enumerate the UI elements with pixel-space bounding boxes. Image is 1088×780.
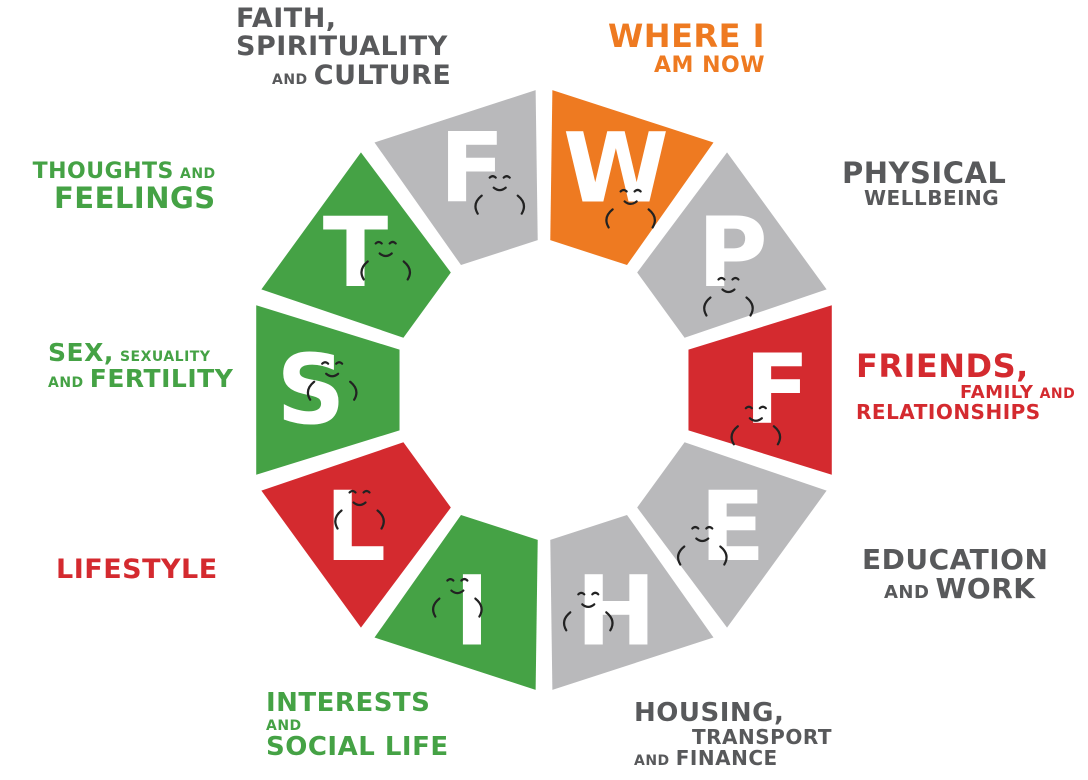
hug-icon [730, 405, 782, 446]
label-housing-line3: FINANCE [675, 746, 778, 771]
label-education-line2: WORK [935, 572, 1036, 606]
label-friends: FRIENDS, FAMILY AND RELATIONSHIPS [856, 347, 1076, 425]
label-friends-and: AND [1039, 385, 1076, 402]
label-interests-line1: INTERESTS [266, 688, 431, 718]
label-friends-family: FAMILY [960, 381, 1034, 403]
segment-w-0: W [550, 90, 714, 266]
segment-shape [261, 152, 451, 338]
label-lifestyle: LIFESTYLE [56, 554, 218, 585]
label-friends-line1: FRIENDS, [856, 347, 1029, 385]
label-sex-line2: FERTILITY [89, 364, 234, 394]
segment-letter: L [325, 471, 386, 583]
label-where-now: WHERE I AM NOW [600, 17, 765, 78]
segment-shape [550, 90, 714, 266]
segment-shape [637, 152, 827, 338]
label-sex-and: AND [48, 375, 84, 392]
label-housing-line2: TRANSPORT [692, 725, 832, 750]
speech-bubble-icon [432, 577, 483, 618]
sun-icon [334, 489, 385, 530]
segment-shape [550, 514, 714, 690]
label-thoughts: THOUGHTS AND FEELINGS [12, 160, 216, 214]
label-lifestyle-line1: LIFESTYLE [56, 554, 218, 585]
reading-book-icon [605, 188, 656, 229]
segment-shape [261, 442, 451, 628]
label-faith: FAITH, SPIRITUALITY AND CULTURE [236, 3, 452, 91]
segment-shape [374, 514, 538, 690]
dumbbell-icon [703, 276, 754, 317]
segment-letter: F [744, 334, 810, 446]
label-friends-line3: RELATIONSHIPS [856, 400, 1041, 425]
label-education: EDUCATION AND WORK [862, 545, 1048, 604]
label-where-now-line1: WHERE I [607, 17, 765, 55]
praying-hands-icon [474, 175, 526, 215]
segment-s-7: S [256, 305, 400, 475]
label-physical: PHYSICAL WELLBEING [842, 158, 1006, 209]
label-faith-line2: SPIRITUALITY [236, 31, 448, 63]
segment-e-3: E [637, 442, 827, 628]
label-housing: HOUSING, TRANSPORT AND FINANCE [634, 698, 832, 771]
segment-letter: F [439, 112, 505, 224]
label-thoughts-line1: THOUGHTS [32, 159, 174, 184]
segment-shape [256, 305, 400, 475]
label-education-and: AND [884, 582, 930, 604]
segment-l-6: L [261, 442, 451, 628]
label-education-line1: EDUCATION [862, 543, 1049, 576]
label-physical-line2: WELLBEING [864, 186, 1000, 211]
segment-shape [637, 442, 827, 628]
label-interests: INTERESTS AND SOCIAL LIFE [266, 688, 449, 763]
segment-letter: I [454, 556, 490, 668]
money-roll-icon [562, 591, 614, 632]
label-physical-line1: PHYSICAL [842, 156, 1007, 190]
segment-shape [374, 90, 538, 266]
segment-letter: P [697, 197, 767, 309]
label-interests-line3: SOCIAL LIFE [266, 732, 449, 763]
label-housing-and: AND [634, 753, 670, 770]
segment-i-5: I [374, 514, 538, 690]
segment-t-8: T [261, 152, 451, 338]
segment-shape [688, 305, 832, 475]
label-thoughts-and: AND [179, 166, 216, 182]
label-sex-line1: SEX, [48, 338, 114, 367]
segment-letter: W [563, 112, 669, 224]
glasses-book-icon [676, 525, 728, 566]
label-faith-line1: FAITH, [236, 3, 337, 34]
label-housing-line1: HOUSING, [634, 698, 785, 728]
label-interests-and: AND [266, 718, 302, 735]
segment-letter: H [576, 556, 656, 668]
segment-h-4: H [550, 514, 714, 690]
label-thoughts-line2: FEELINGS [54, 181, 216, 216]
segment-f-9: F [374, 90, 538, 266]
label-where-now-line2: AM NOW [654, 52, 765, 78]
segment-p-1: P [637, 152, 827, 338]
segment-f-2: F [688, 305, 832, 475]
segment-letter: S [276, 334, 345, 446]
label-faith-line3: CULTURE [313, 59, 452, 91]
label-sex-sexuality: SEXUALITY [119, 349, 211, 365]
label-sex: SEX, SEXUALITY AND FERTILITY [48, 338, 234, 394]
thought-cloud-icon [360, 240, 412, 281]
segment-letter: T [323, 197, 388, 309]
kiss-icon [306, 361, 358, 401]
label-faith-and: AND [272, 71, 308, 88]
